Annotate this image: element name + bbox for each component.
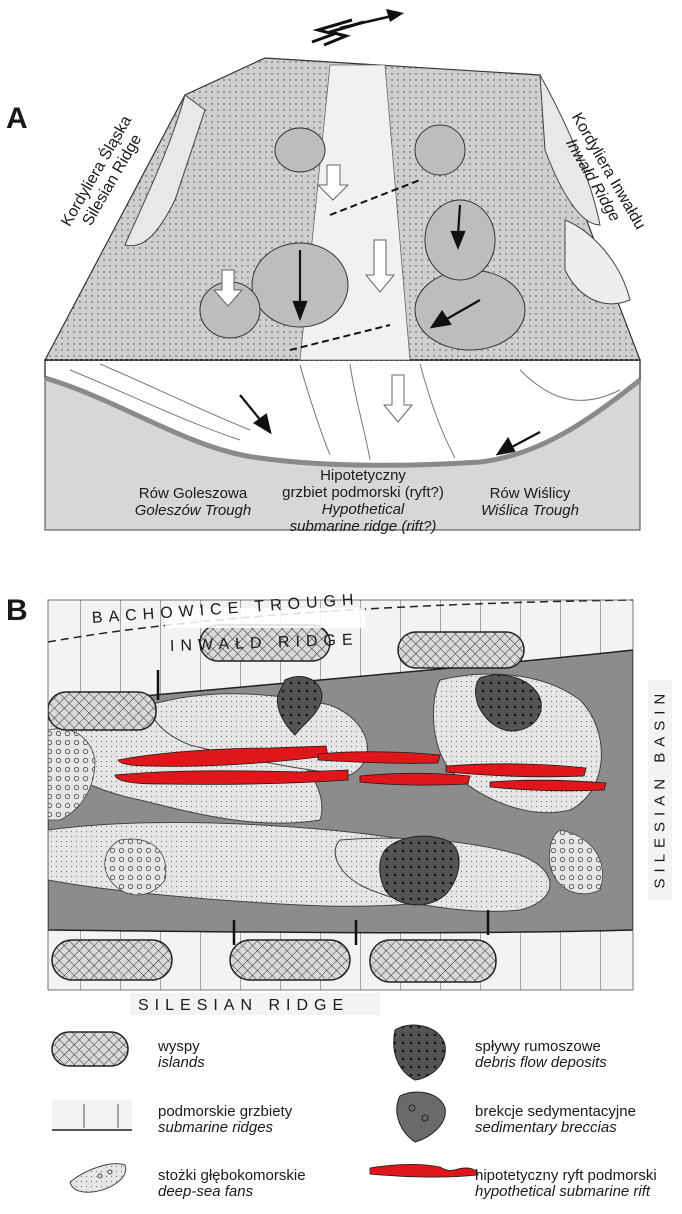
- ridge-mid-pl2: grzbiet podmorski (ryft?): [268, 484, 458, 501]
- ridge-mid-pl1: Hipotetyczny: [268, 467, 458, 484]
- ridge-mid-label: Hipotetyczny grzbiet podmorski (ryft?) H…: [268, 467, 458, 535]
- legend-islands-en: islands: [158, 1055, 205, 1071]
- legend-ridges-en: submarine ridges: [158, 1120, 292, 1136]
- legend-rift: hipotetyczny ryft podmorski hypothetical…: [475, 1168, 657, 1200]
- goleszow-label: Rów Goleszowa Goleszów Trough: [118, 485, 268, 519]
- legend-ridges-pl: podmorskie grzbiety: [158, 1104, 292, 1120]
- legend-breccias: brekcje sedymentacyjne sedimentary brecc…: [475, 1104, 636, 1136]
- goleszow-en: Goleszów Trough: [118, 502, 268, 519]
- legend-rift-en: hypothetical submarine rift: [475, 1184, 657, 1200]
- legend-ridges: podmorskie grzbiety submarine ridges: [158, 1104, 292, 1136]
- paleogeographic-map: [48, 600, 633, 990]
- silesian-basin-label: SILESIAN BASIN: [652, 689, 669, 889]
- wislica-pl: Rów Wiślicy: [465, 485, 595, 502]
- legend-fans-pl: stożki głębokomorskie: [158, 1168, 306, 1184]
- legend-debris: spływy rumoszowe debris flow deposits: [475, 1039, 607, 1071]
- panel-b-letter: B: [6, 594, 28, 628]
- legend-islands-pl: wyspy: [158, 1039, 205, 1055]
- panel-a-letter: A: [6, 102, 28, 136]
- legend-debris-pl: spływy rumoszowe: [475, 1039, 607, 1055]
- legend-debris-en: debris flow deposits: [475, 1055, 607, 1071]
- ridge-mid-en1: Hypothetical: [268, 501, 458, 518]
- legend-islands: wyspy islands: [158, 1039, 205, 1071]
- ridge-mid-en2: submarine ridge (rift?): [268, 518, 458, 535]
- silesian-ridge-label: SILESIAN RIDGE: [138, 997, 349, 1015]
- legend-fans-en: deep-sea fans: [158, 1184, 306, 1200]
- north-arrow-icon: [312, 9, 404, 45]
- wislica-label: Rów Wiślicy Wiślica Trough: [465, 485, 595, 519]
- goleszow-pl: Rów Goleszowa: [118, 485, 268, 502]
- wislica-en: Wiślica Trough: [465, 502, 595, 519]
- legend-breccias-pl: brekcje sedymentacyjne: [475, 1104, 636, 1120]
- legend-breccias-en: sedimentary breccias: [475, 1120, 636, 1136]
- legend-rift-pl: hipotetyczny ryft podmorski: [475, 1168, 657, 1184]
- legend-fans: stożki głębokomorskie deep-sea fans: [158, 1168, 306, 1200]
